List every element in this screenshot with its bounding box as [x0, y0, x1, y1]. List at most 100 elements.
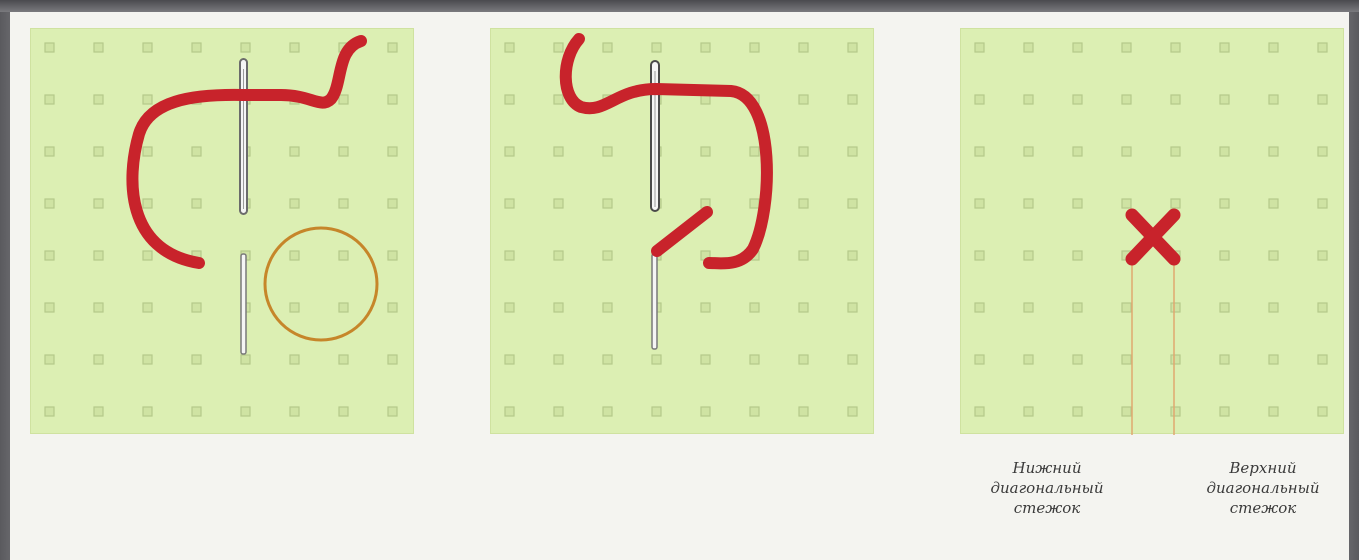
canvas-hole — [603, 355, 612, 364]
canvas-hole — [975, 407, 984, 416]
canvas-hole — [975, 43, 984, 52]
canvas-hole — [750, 303, 759, 312]
canvas-hole — [1024, 199, 1033, 208]
caption-line: Верхний — [1188, 458, 1338, 478]
canvas-hole — [388, 303, 397, 312]
canvas-hole — [94, 199, 103, 208]
canvas-hole — [290, 147, 299, 156]
canvas-hole — [45, 251, 54, 260]
canvas-hole — [799, 43, 808, 52]
canvas-hole — [1171, 147, 1180, 156]
canvas-hole — [192, 43, 201, 52]
canvas-hole — [339, 303, 348, 312]
cross-stitch-icon — [1132, 215, 1174, 259]
canvas-hole — [241, 355, 250, 364]
canvas-hole — [799, 303, 808, 312]
canvas-hole — [45, 407, 54, 416]
canvas-hole — [388, 407, 397, 416]
canvas-hole — [1024, 147, 1033, 156]
canvas-hole — [701, 407, 710, 416]
canvas-hole — [1171, 407, 1180, 416]
canvas-hole — [554, 43, 563, 52]
target-circle-icon — [265, 228, 377, 340]
canvas-hole — [603, 303, 612, 312]
guide-line-icon — [1132, 261, 1174, 435]
canvas-hole — [388, 43, 397, 52]
canvas-hole — [1024, 407, 1033, 416]
canvas-hole — [554, 199, 563, 208]
canvas-hole — [799, 407, 808, 416]
canvas-hole — [1073, 407, 1082, 416]
canvas-hole — [1269, 251, 1278, 260]
canvas-hole — [701, 147, 710, 156]
canvas-hole — [848, 355, 857, 364]
panel-step-1 — [30, 28, 414, 434]
canvas-hole — [603, 199, 612, 208]
canvas-hole — [1024, 251, 1033, 260]
canvas-hole — [1073, 147, 1082, 156]
canvas-hole — [339, 407, 348, 416]
canvas-hole — [143, 147, 152, 156]
canvas-hole — [554, 95, 563, 104]
canvas-hole — [848, 199, 857, 208]
canvas-hole — [1122, 355, 1131, 364]
canvas-hole — [1122, 303, 1131, 312]
canvas-hole — [975, 147, 984, 156]
top-band — [0, 0, 1359, 12]
canvas-hole — [975, 355, 984, 364]
canvas-hole — [505, 43, 514, 52]
canvas-hole — [290, 303, 299, 312]
caption-upper-stitch: Верхний диагональный стежок — [1188, 458, 1338, 518]
canvas-hole — [799, 199, 808, 208]
canvas-hole — [1318, 147, 1327, 156]
canvas-hole — [750, 147, 759, 156]
canvas-hole — [290, 251, 299, 260]
canvas-hole — [1269, 43, 1278, 52]
canvas-hole — [799, 355, 808, 364]
canvas-hole — [652, 407, 661, 416]
canvas-hole — [1269, 407, 1278, 416]
canvas-hole — [1122, 43, 1131, 52]
canvas-hole — [1269, 199, 1278, 208]
canvas-hole — [339, 147, 348, 156]
canvas-hole — [143, 43, 152, 52]
canvas-hole — [290, 43, 299, 52]
canvas-hole — [143, 251, 152, 260]
canvas-hole — [1318, 407, 1327, 416]
canvas-hole — [1269, 95, 1278, 104]
canvas-hole — [1269, 303, 1278, 312]
canvas-hole — [603, 407, 612, 416]
canvas-hole — [554, 303, 563, 312]
canvas-hole — [388, 199, 397, 208]
canvas-hole — [701, 355, 710, 364]
caption-lower-stitch: Нижний диагональный стежок — [972, 458, 1122, 518]
canvas-hole — [143, 199, 152, 208]
canvas-hole — [143, 407, 152, 416]
canvas-hole — [1269, 147, 1278, 156]
canvas-hole — [1122, 199, 1131, 208]
canvas-hole — [45, 199, 54, 208]
canvas-hole — [1318, 251, 1327, 260]
canvas-hole — [1024, 303, 1033, 312]
canvas-hole — [848, 407, 857, 416]
canvas-hole — [388, 355, 397, 364]
canvas-hole — [1220, 303, 1229, 312]
canvas-hole — [554, 147, 563, 156]
canvas-hole — [1220, 407, 1229, 416]
canvas-hole — [750, 407, 759, 416]
canvas-hole — [94, 147, 103, 156]
canvas-hole — [750, 43, 759, 52]
canvas-hole — [339, 355, 348, 364]
canvas-hole — [505, 355, 514, 364]
canvas-hole — [848, 95, 857, 104]
canvas-hole — [1220, 355, 1229, 364]
canvas-hole — [339, 199, 348, 208]
canvas-hole — [1024, 355, 1033, 364]
canvas-hole — [388, 147, 397, 156]
needle-icon — [240, 59, 247, 354]
caption-line: стежок — [972, 498, 1122, 518]
canvas-hole — [505, 251, 514, 260]
canvas-hole — [1122, 147, 1131, 156]
canvas-hole — [192, 147, 201, 156]
caption-line: Нижний — [972, 458, 1122, 478]
